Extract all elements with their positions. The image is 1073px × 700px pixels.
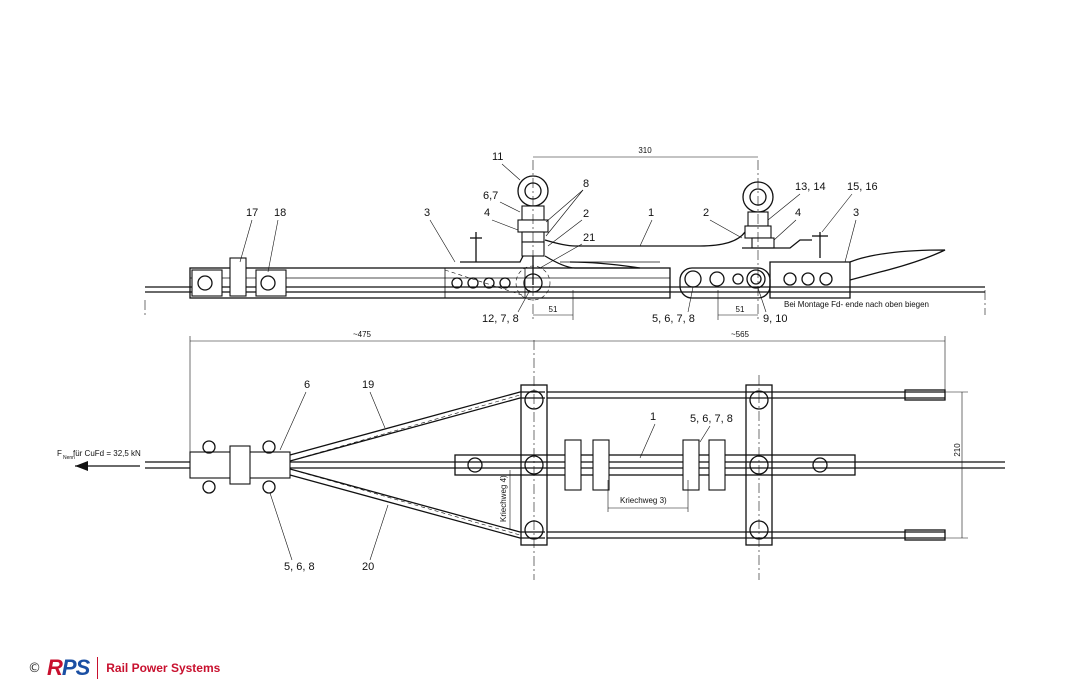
callout-5-6-7-8-bottom: 5, 6, 7, 8 <box>690 413 733 425</box>
kriechweg-4: Kriechweg 4) <box>499 475 508 522</box>
callout-15-16: 15, 16 <box>847 181 878 193</box>
dim-51-left: 51 <box>549 305 558 314</box>
dim-565: ~565 <box>731 330 750 339</box>
callout-1-top: 1 <box>648 207 654 219</box>
callout-5-6-8: 5, 6, 8 <box>284 561 315 573</box>
callout-20: 20 <box>362 561 374 573</box>
dim-475: ~475 <box>353 330 372 339</box>
callout-6-7: 6,7 <box>483 190 498 202</box>
callout-6-bottom: 6 <box>304 379 310 391</box>
callout-21: 21 <box>583 232 595 244</box>
dim-51-right: 51 <box>736 305 745 314</box>
callout-8: 8 <box>583 178 589 190</box>
callout-4-left: 4 <box>484 207 490 219</box>
plan-view <box>145 340 1005 580</box>
callout-2-left: 2 <box>583 208 589 220</box>
force-subscript: Nenn <box>63 455 75 461</box>
side-view <box>144 160 986 320</box>
logo-r: R <box>47 655 63 680</box>
copyright-symbol: © <box>28 660 41 676</box>
force-text: für CuFd = 32,5 kN <box>73 449 141 458</box>
callout-2-right: 2 <box>703 207 709 219</box>
dim-310: 310 <box>638 146 652 155</box>
callout-1-bottom: 1 <box>650 411 656 423</box>
callout-3-right: 3 <box>853 207 859 219</box>
dim-210: 210 <box>953 443 962 457</box>
callout-12-7-8: 12, 7, 8 <box>482 313 519 325</box>
callout-4-right: 4 <box>795 207 801 219</box>
mounting-note: Bei Montage Fd- ende nach oben biegen <box>784 300 929 309</box>
logo-ps: PS <box>61 655 90 680</box>
force-symbol: F <box>57 449 62 458</box>
callout-11: 11 <box>492 151 503 163</box>
callout-13-14: 13, 14 <box>795 181 826 193</box>
technical-drawing: 310 51 51 11 6,7 8 4 2 21 3 17 18 1 2 13… <box>57 146 1005 580</box>
callout-3-left: 3 <box>424 207 430 219</box>
callout-9-10: 9, 10 <box>763 313 787 325</box>
callout-17: 17 <box>246 207 258 219</box>
kriechweg-3: Kriechweg 3) <box>620 496 667 505</box>
rps-logo[interactable]: RPS <box>47 655 90 681</box>
logo-divider <box>97 657 99 679</box>
callout-5-6-7-8-top: 5, 6, 7, 8 <box>652 313 695 325</box>
callout-19: 19 <box>362 379 374 391</box>
company-name: Rail Power Systems <box>106 661 221 675</box>
callout-18: 18 <box>274 207 286 219</box>
footer: © RPS Rail Power Systems <box>28 655 221 681</box>
force-arrowhead <box>75 461 88 471</box>
